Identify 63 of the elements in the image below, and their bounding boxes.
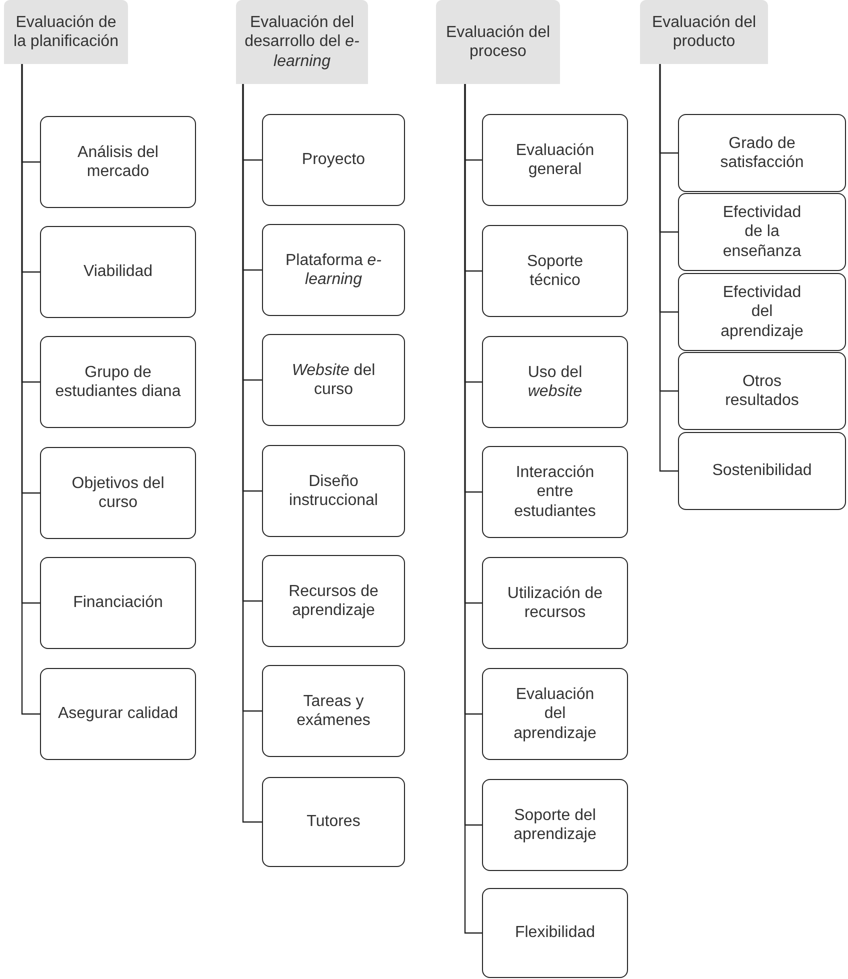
item-label: Proyecto xyxy=(302,150,366,170)
item-box xyxy=(678,114,846,192)
item-label: Asegurar calidad xyxy=(58,704,178,724)
item-box xyxy=(262,665,405,757)
category-header xyxy=(436,0,560,84)
item-box xyxy=(40,336,196,428)
item-box xyxy=(678,352,846,430)
item-label: Tutores xyxy=(306,812,360,832)
item-label: Objetivos del curso xyxy=(70,474,166,512)
item-box xyxy=(262,114,405,206)
item-label: Diseño instruccional xyxy=(288,472,379,510)
item-box xyxy=(482,336,628,428)
header-label: Evaluación del producto xyxy=(650,12,758,52)
item-label: Uso del website xyxy=(526,362,584,402)
header-label: Evaluación del proceso xyxy=(444,22,552,62)
item-box xyxy=(482,779,628,871)
header-label: Evaluación de la planificación xyxy=(12,12,120,52)
item-label: Análisis del mercado xyxy=(76,142,160,182)
category-header xyxy=(640,0,768,64)
item-label: Flexibilidad xyxy=(514,923,596,943)
item-label: Viabilidad xyxy=(83,262,153,282)
item-label: Grupo de estudiantes diana xyxy=(55,362,181,402)
tree-connector xyxy=(242,84,262,823)
item-label: Plataforma e-learning xyxy=(284,250,383,290)
item-box xyxy=(482,446,628,538)
item-label: Soporte del aprendizaje xyxy=(512,806,598,844)
item-box xyxy=(40,447,196,539)
item-box xyxy=(40,226,196,318)
item-box xyxy=(678,273,846,351)
item-box xyxy=(40,116,196,208)
item-box xyxy=(262,555,405,647)
item-label: Sostenibilidad xyxy=(712,461,812,481)
item-label: Utilización de recursos xyxy=(506,584,604,622)
item-box xyxy=(482,225,628,317)
item-label: Efectividad del aprendizaje xyxy=(720,283,804,341)
item-label: Website del curso xyxy=(290,360,376,400)
item-label: Evaluación general xyxy=(514,140,596,180)
item-box xyxy=(262,777,405,867)
item-box xyxy=(678,193,846,271)
item-box xyxy=(482,114,628,206)
item-label: Soporte técnico xyxy=(526,252,584,290)
item-box xyxy=(262,334,405,426)
item-box xyxy=(678,432,846,510)
item-label: Grado de satisfacción xyxy=(719,134,805,172)
item-label: Tareas y exámenes xyxy=(296,692,372,730)
item-box xyxy=(262,224,405,316)
header-label: Evaluación del desarrollo del e-learning xyxy=(244,13,360,71)
item-box xyxy=(262,445,405,537)
item-box xyxy=(40,668,196,760)
item-label: Evaluación del aprendizaje xyxy=(512,685,598,743)
category-header xyxy=(4,0,128,64)
tree-connector xyxy=(659,64,678,472)
item-box xyxy=(40,557,196,649)
category-header xyxy=(236,0,368,84)
item-label: Efectividad de la enseñanza xyxy=(722,203,802,261)
item-label: Interacción entre estudiantes xyxy=(513,463,597,521)
item-label: Recursos de aprendizaje xyxy=(288,582,380,620)
item-box xyxy=(482,557,628,649)
item-label: Otros resultados xyxy=(724,372,800,410)
item-box xyxy=(482,668,628,760)
item-label: Financiación xyxy=(73,593,163,613)
item-box xyxy=(482,888,628,978)
tree-connector xyxy=(21,64,40,715)
